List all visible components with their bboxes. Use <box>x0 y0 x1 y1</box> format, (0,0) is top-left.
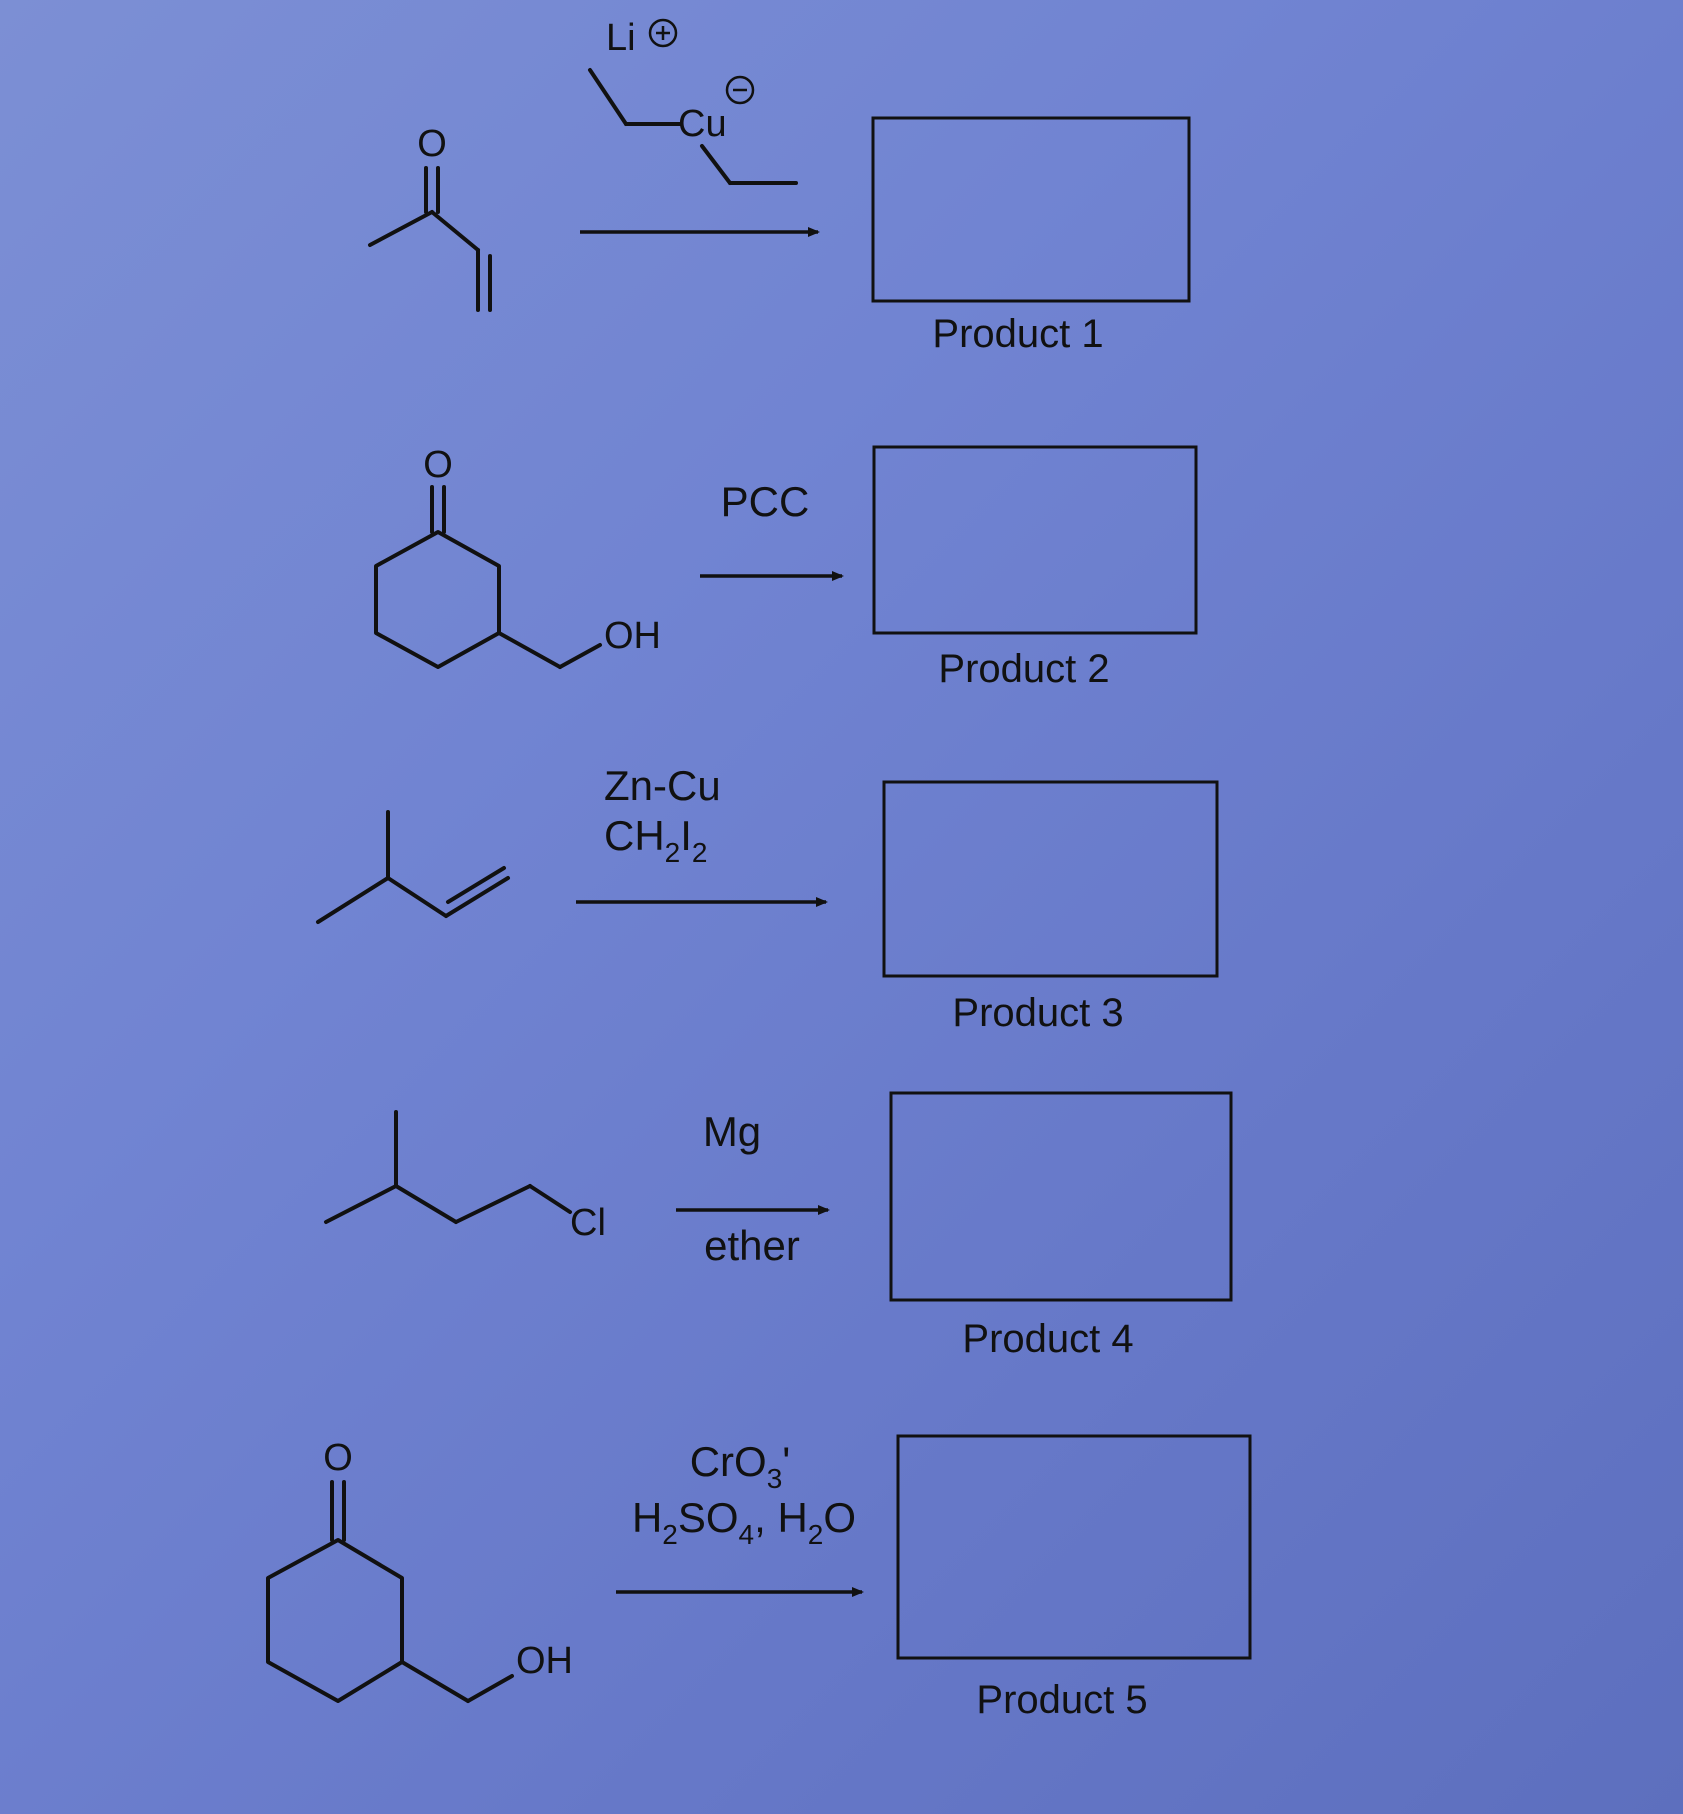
reaction-4: Cl Mg ether Product 4 <box>324 1091 1233 1361</box>
substrate-1-chloro-3-methylbutane: Cl <box>324 1110 606 1244</box>
copper-label: Cu <box>678 103 727 145</box>
reaction-2: O OH PCC Product 2 <box>374 444 1198 691</box>
carbonyl-oxygen-label: O <box>423 444 453 486</box>
minus-charge-icon <box>725 75 755 105</box>
reaction-5: O OH CrO3' H2SO4, H2O Product 5 <box>266 1434 1252 1722</box>
reagent-zn-cu: Zn-Cu <box>604 762 721 809</box>
carbonyl-oxygen-label: O <box>323 1437 353 1479</box>
reagent-pcc: PCC <box>721 478 810 525</box>
product-5-box[interactable] <box>896 1434 1252 1660</box>
product-3-box[interactable] <box>882 780 1219 978</box>
substrate-hydroxymethyl-cyclohexanone: O OH <box>374 444 661 669</box>
substrate-3-methyl-1-butene <box>316 810 510 924</box>
hydroxyl-label: OH <box>604 615 661 657</box>
product-3-label: Product 3 <box>952 991 1123 1035</box>
product-1-box[interactable] <box>871 116 1191 303</box>
jones-reagent: CrO3' H2SO4, H2O <box>632 1438 856 1550</box>
reagent-h2so4-h2o: H2SO4, H2O <box>632 1494 856 1550</box>
chlorine-label: Cl <box>570 1202 606 1244</box>
product-1-label: Product 1 <box>932 312 1103 356</box>
cuprate-reagent: Li Cu <box>588 17 798 185</box>
lithium-label: Li <box>606 17 636 59</box>
product-2-label: Product 2 <box>938 647 1109 691</box>
reagent-ether: ether <box>704 1222 800 1269</box>
substrate-enone: O <box>368 123 492 312</box>
plus-charge-icon <box>648 18 678 48</box>
reaction-1: O Li Cu Product 1 <box>368 17 1191 356</box>
simmons-smith-reagent: Zn-Cu CH2I2 <box>604 762 721 868</box>
reagent-mg: Mg <box>703 1108 761 1155</box>
reaction-3: Zn-Cu CH2I2 Product 3 <box>316 762 1219 1035</box>
product-4-label: Product 4 <box>962 1317 1133 1361</box>
reagent-ch2i2: CH2I2 <box>604 812 708 868</box>
carbonyl-oxygen-label: O <box>417 123 447 165</box>
hydroxyl-label: OH <box>516 1640 573 1682</box>
substrate-hydroxymethyl-cyclohexanone: O OH <box>266 1437 573 1703</box>
reagent-cro3: CrO3' <box>690 1438 791 1494</box>
product-2-box[interactable] <box>872 445 1198 635</box>
product-4-box[interactable] <box>889 1091 1233 1302</box>
product-5-label: Product 5 <box>976 1678 1147 1722</box>
